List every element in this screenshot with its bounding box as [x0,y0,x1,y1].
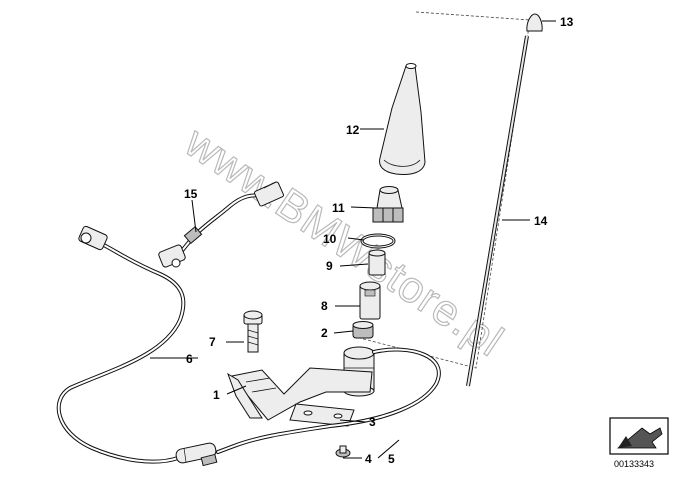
adapter-cable-part [158,181,284,268]
threaded-fitting-part [372,186,404,223]
small-screw-part [335,445,351,458]
callout-8: 8 [321,299,328,313]
rod-tip-cap-part [526,13,543,32]
base-cable-part [216,347,441,454]
leader-lines [150,20,556,459]
callout-7: 7 [209,335,216,349]
sleeve-part [368,249,386,276]
callout-11: 11 [332,201,345,215]
callout-4: 4 [365,452,372,466]
callout-12: 12 [346,123,360,137]
callout-14: 14 [534,214,548,228]
callout-15: 15 [184,187,198,201]
bolt-part [243,310,263,353]
callout-2: 2 [321,326,328,340]
callout-9: 9 [326,259,333,273]
diagram-reference-box: 00133343 [609,417,669,469]
diagram-number: 00133343 [614,459,654,469]
watermark-text: www.BMWstore.pl [176,117,513,366]
plate-part [289,403,355,427]
bracket-part [227,367,373,421]
callout-10: 10 [323,232,337,246]
callout-5: 5 [388,452,395,466]
callout-1: 1 [213,388,220,402]
antenna-cover-part [379,63,426,175]
callout-6: 6 [186,352,193,366]
coax-cable-part [56,225,218,467]
nut-part [352,321,374,339]
arrow-icon [616,427,663,449]
callout-3: 3 [369,415,376,429]
o-ring-part [360,233,396,249]
callout-13: 13 [560,15,574,29]
spacer-tube-part [359,281,381,320]
callout-labels: 1 2 3 4 5 6 7 8 9 10 11 12 13 14 15 [184,15,574,466]
